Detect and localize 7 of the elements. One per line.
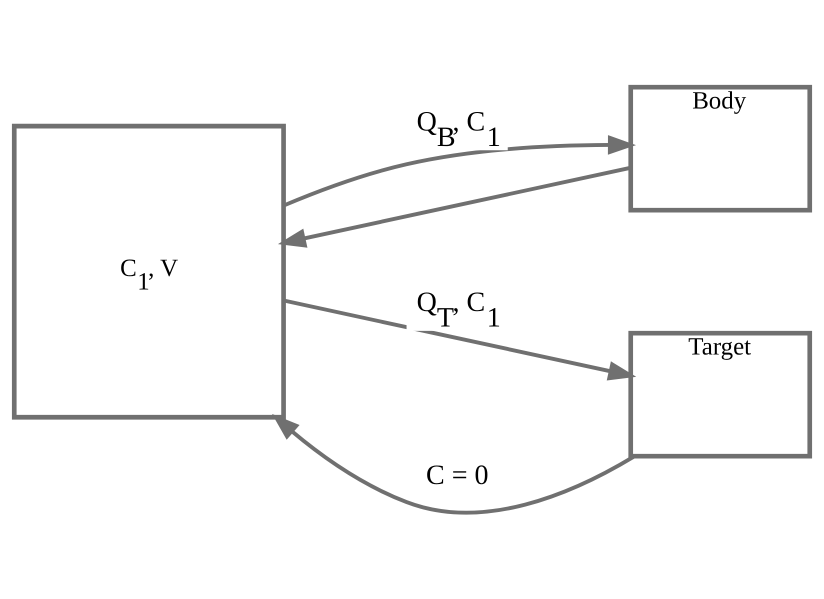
arrow bbox=[283, 298, 636, 380]
node-box: Target bbox=[628, 330, 812, 458]
arrow bbox=[283, 134, 636, 207]
arrow bbox=[278, 165, 631, 248]
arrow bbox=[272, 413, 635, 514]
edge-label: C = 0 bbox=[426, 460, 489, 491]
node-box: Body bbox=[628, 84, 812, 212]
